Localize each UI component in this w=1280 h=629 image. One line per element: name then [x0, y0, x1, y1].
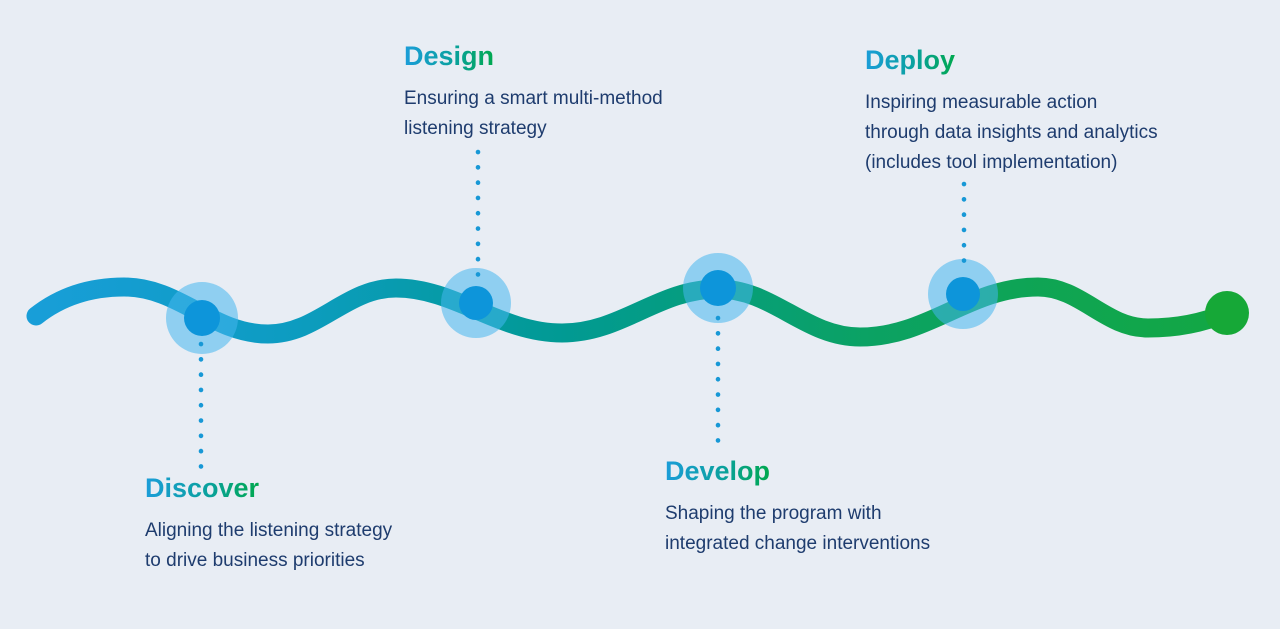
node-core-discover — [184, 300, 220, 336]
timeline-end-ball — [1205, 291, 1249, 335]
phase-title-deploy: Deploy — [865, 45, 956, 75]
node-core-deploy — [946, 277, 980, 311]
phase-description-deploy: Inspiring measurable action through data… — [865, 92, 1158, 173]
phase-block-discover: Discover Aligning the listening strategy… — [145, 472, 392, 576]
phase-block-develop: Develop Shaping the program with integra… — [665, 455, 930, 559]
phase-description-develop: Shaping the program with integrated chan… — [665, 503, 931, 554]
node-core-design — [459, 286, 493, 320]
phase-title-discover: Discover — [145, 473, 260, 503]
phase-title-develop: Develop — [665, 456, 771, 486]
phase-title-design: Design — [404, 41, 495, 71]
phase-block-design: Design Ensuring a smart multi-method lis… — [404, 40, 663, 144]
phase-description-design: Ensuring a smart multi-method listening … — [404, 88, 663, 139]
node-core-develop — [700, 270, 736, 306]
phase-description-discover: Aligning the listening strategy to drive… — [145, 520, 393, 571]
phase-block-deploy: Deploy Inspiring measurable action throu… — [865, 44, 1158, 178]
